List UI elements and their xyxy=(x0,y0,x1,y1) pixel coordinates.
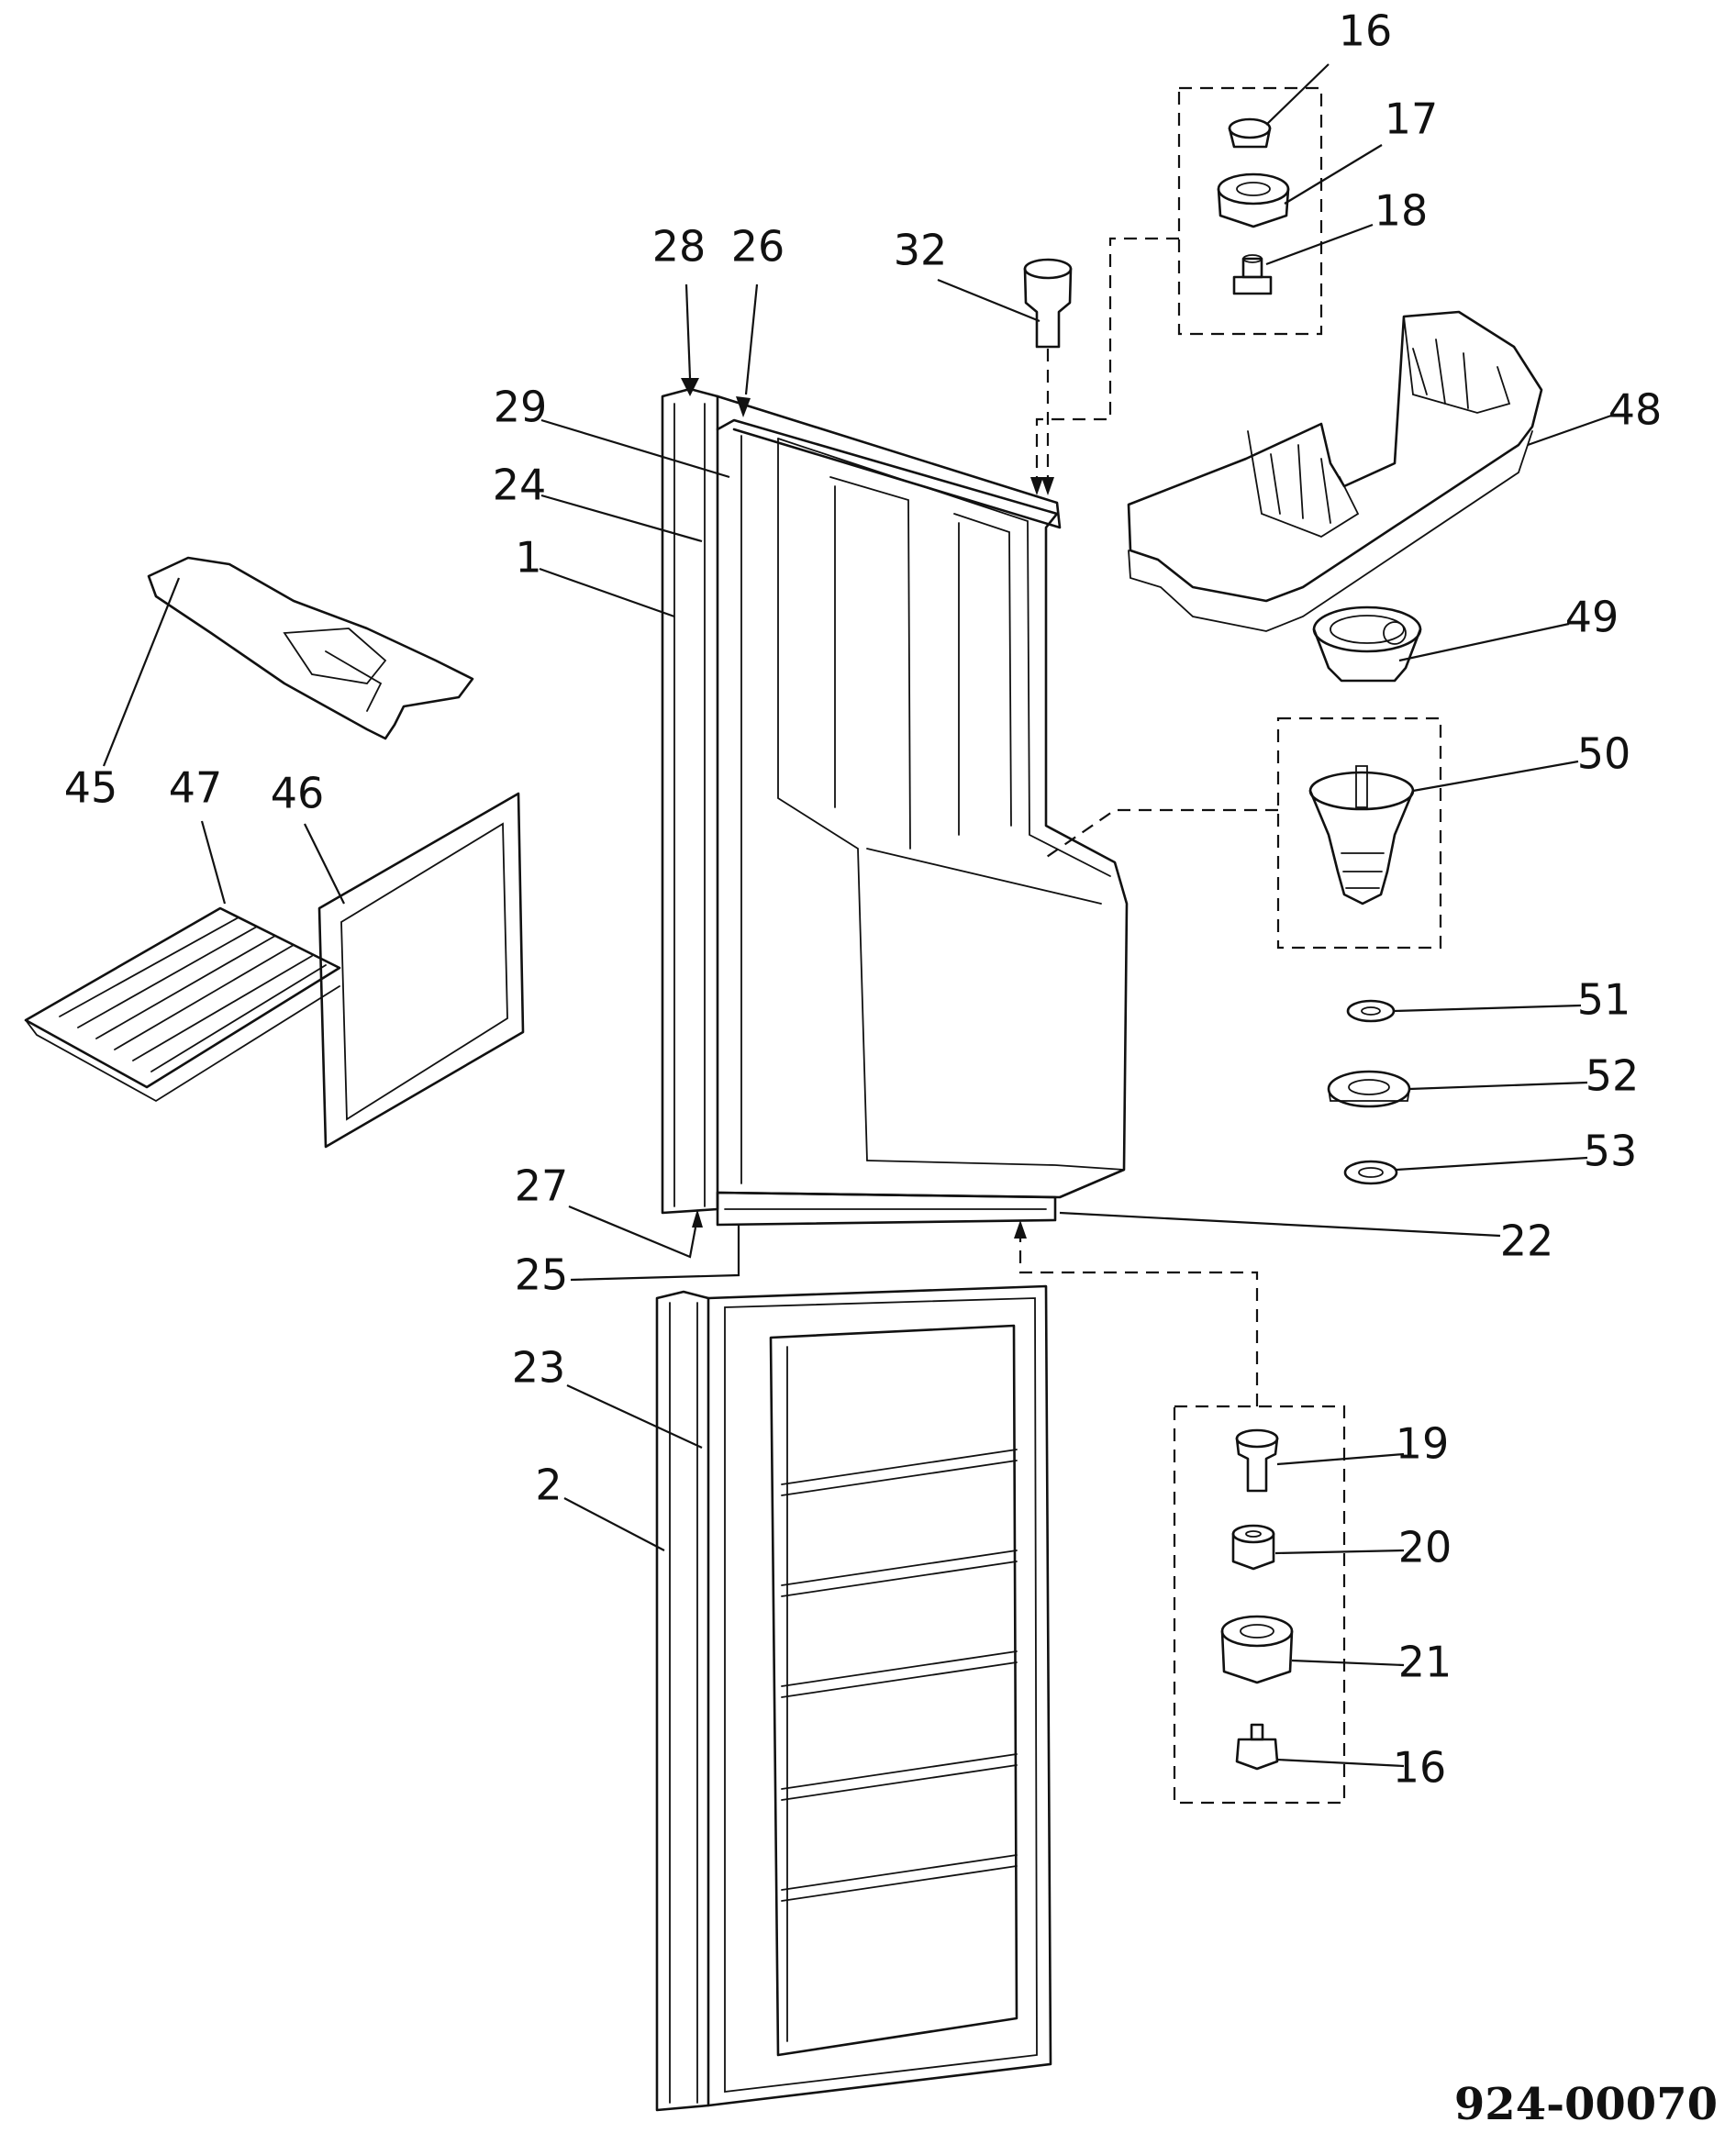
callout-52: 52 xyxy=(1586,1051,1640,1101)
spacer-part-20 xyxy=(1231,1524,1275,1571)
callout-2: 2 xyxy=(535,1461,562,1510)
group-box-lower-hinge xyxy=(1173,1405,1346,1805)
leader-lines xyxy=(102,63,1612,1768)
callout-16-upper: 16 xyxy=(1339,6,1393,56)
callout-48: 48 xyxy=(1608,385,1663,435)
cap-part-16-upper xyxy=(1228,117,1272,149)
callout-23: 23 xyxy=(512,1343,566,1393)
connector-lines xyxy=(1018,237,1278,1406)
callout-32: 32 xyxy=(894,226,948,275)
callout-17: 17 xyxy=(1385,94,1439,144)
drawing-number: 924-00070 xyxy=(1454,2079,1718,2130)
callout-46: 46 xyxy=(271,769,325,818)
callout-labels: 16 17 18 32 28 26 29 24 1 48 49 45 47 46… xyxy=(64,6,1663,1793)
lower-door-part-2 xyxy=(655,1284,1052,2112)
holder-part-48 xyxy=(1127,310,1543,632)
group-box-upper-hinge xyxy=(1177,86,1323,336)
callout-16-lower: 16 xyxy=(1393,1743,1447,1793)
callout-51: 51 xyxy=(1577,975,1631,1025)
upper-door-part-1 xyxy=(661,387,1129,1227)
washer-part-53 xyxy=(1343,1160,1398,1185)
callout-26: 26 xyxy=(731,222,785,272)
callout-45: 45 xyxy=(64,763,118,813)
callout-28: 28 xyxy=(652,222,707,272)
callout-19: 19 xyxy=(1396,1419,1450,1469)
callout-53: 53 xyxy=(1584,1127,1638,1176)
grill-ribs xyxy=(59,917,327,1072)
bushing-part-21 xyxy=(1220,1615,1294,1684)
cup-part-49 xyxy=(1312,605,1422,683)
frame-part-46 xyxy=(317,792,525,1149)
callout-20: 20 xyxy=(1398,1523,1452,1572)
pin-part-19 xyxy=(1235,1428,1279,1493)
callout-24: 24 xyxy=(493,461,547,510)
valve-part-50 xyxy=(1308,765,1415,905)
pin-part-18 xyxy=(1232,254,1273,295)
group-box-50 xyxy=(1276,717,1442,950)
callout-25: 25 xyxy=(515,1250,569,1300)
washer-part-51 xyxy=(1346,999,1396,1023)
callout-47: 47 xyxy=(169,763,223,813)
callout-22: 22 xyxy=(1500,1216,1554,1266)
hinge-pin-part-32 xyxy=(1023,258,1073,349)
door-shelf-rails xyxy=(781,1449,1018,1902)
dispenser-lever-part-45 xyxy=(147,556,474,740)
callout-29: 29 xyxy=(494,383,548,432)
callout-1: 1 xyxy=(515,533,541,583)
cap-part-16-lower xyxy=(1235,1723,1279,1771)
callout-27: 27 xyxy=(515,1161,569,1211)
callout-18: 18 xyxy=(1374,186,1429,236)
grill-tray-part-47 xyxy=(24,906,341,1103)
callout-21: 21 xyxy=(1398,1638,1452,1687)
arrowheads xyxy=(681,378,1054,1239)
callout-49: 49 xyxy=(1565,593,1619,642)
callout-50: 50 xyxy=(1577,729,1631,779)
bushing-part-17 xyxy=(1217,172,1290,228)
washer-part-52 xyxy=(1327,1070,1411,1108)
